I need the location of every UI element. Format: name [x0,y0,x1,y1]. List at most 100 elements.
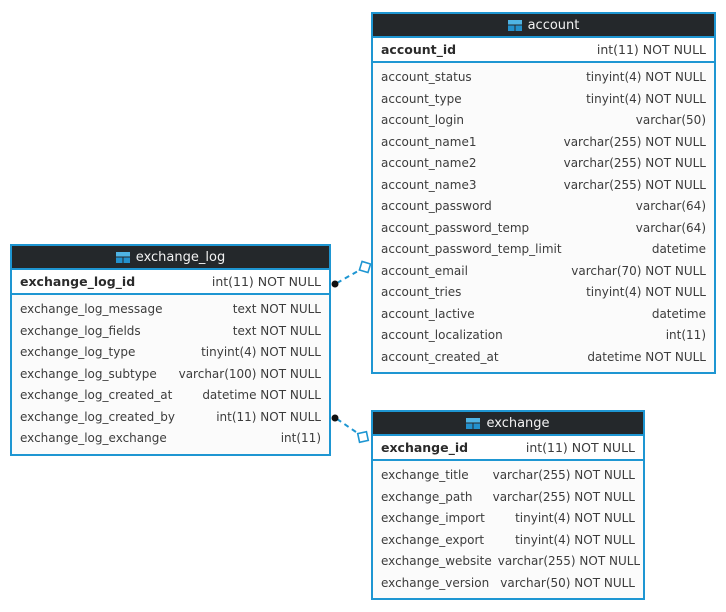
field-type: tinyint(4) NOT NULL [201,345,321,359]
field-name: exchange_website [381,554,492,568]
field-type: tinyint(4) NOT NULL [586,91,706,106]
field-list: account_status tinyint(4) NOT NULL accoun… [373,63,714,372]
field-type: datetime [651,242,706,256]
field-row[interactable]: exchange_log_subtype varchar(100) NOT NUL… [12,364,329,386]
field-row[interactable]: exchange_log_type tinyint(4) NOT NULL [12,342,329,364]
field-name: account_type [381,91,462,106]
table-exchange-log[interactable]: exchange_log exchange_log_id int(11) NOT… [10,244,331,456]
field-name: account_password [381,199,492,213]
field-row[interactable]: exchange_website varchar(255) NOT NULL [373,551,643,573]
table-exchange-header[interactable]: exchange [373,412,643,436]
table-title: exchange_log [135,249,226,265]
field-row[interactable]: account_password_temp_limit datetime [373,239,714,261]
field-name: account_password_temp_limit [381,242,562,256]
field-row[interactable]: account_password varchar(64) [373,196,714,218]
pk-row[interactable]: account_id int(11) NOT NULL [373,38,714,63]
field-name: exchange_log_id [20,274,136,289]
field-type: int(11) NOT NULL [211,274,321,289]
field-row[interactable]: exchange_title varchar(255) NOT NULL [373,465,643,487]
field-type: varchar(255) NOT NULL [563,177,706,192]
relationship-line [336,418,357,433]
field-type: tinyint(4) NOT NULL [515,532,635,547]
field-type: int(11) NOT NULL [525,440,635,455]
field-row[interactable]: exchange_log_fields text NOT NULL [12,321,329,343]
relationship-dot [331,280,339,288]
field-name: exchange_log_fields [20,323,141,338]
field-row[interactable]: account_type tinyint(4) NOT NULL [373,89,714,111]
field-row[interactable]: account_name2 varchar(255) NOT NULL [373,153,714,175]
field-type: datetime NOT NULL [202,388,321,402]
field-name: account_localization [381,328,503,342]
field-name: exchange_title [381,468,469,482]
field-type: int(11) [665,328,706,342]
field-row[interactable]: account_tries tinyint(4) NOT NULL [373,282,714,304]
table-account[interactable]: account account_id int(11) NOT NULL acco… [371,12,716,374]
table-exchange[interactable]: exchange exchange_id int(11) NOT NULL ex… [371,410,645,600]
field-name: account_tries [381,285,462,299]
field-type: varchar(255) NOT NULL [497,554,641,568]
field-name: account_lactive [381,306,475,321]
field-type: tinyint(4) NOT NULL [515,511,635,525]
table-account-header[interactable]: account [373,14,714,38]
field-name: account_status [381,70,472,84]
field-type: varchar(50) NOT NULL [500,575,635,590]
table-title: exchange [486,415,550,431]
field-type: tinyint(4) NOT NULL [586,285,706,299]
pk-row[interactable]: exchange_id int(11) NOT NULL [373,436,643,461]
field-name: account_email [381,263,468,278]
field-type: int(11) NOT NULL [216,409,321,424]
field-row[interactable]: account_created_at datetime NOT NULL [373,347,714,369]
table-icon [507,19,522,31]
field-type: text NOT NULL [232,302,321,316]
field-type: int(11) NOT NULL [596,42,706,57]
field-type: datetime NOT NULL [587,349,706,364]
field-row[interactable]: account_name3 varchar(255) NOT NULL [373,175,714,197]
field-type: varchar(70) NOT NULL [571,263,706,278]
table-title: account [527,17,580,33]
field-name: exchange_path [381,489,473,504]
field-name: exchange_log_subtype [20,366,157,381]
field-name: exchange_log_type [20,345,136,359]
field-row[interactable]: account_email varchar(70) NOT NULL [373,261,714,283]
table-exchange-log-header[interactable]: exchange_log [12,246,329,270]
table-icon [115,251,130,263]
field-name: account_name2 [381,156,477,170]
field-row[interactable]: account_localization int(11) [373,325,714,347]
field-row[interactable]: exchange_path varchar(255) NOT NULL [373,487,643,509]
field-name: account_created_at [381,349,499,364]
field-type: varchar(255) NOT NULL [492,468,635,482]
field-name: exchange_version [381,575,490,590]
field-row[interactable]: exchange_log_created_by int(11) NOT NULL [12,407,329,429]
field-type: varchar(100) NOT NULL [178,366,321,381]
field-row[interactable]: exchange_import tinyint(4) NOT NULL [373,508,643,530]
field-name: account_id [381,42,457,57]
field-type: text NOT NULL [232,323,321,338]
field-name: account_name3 [381,177,477,192]
field-list: exchange_title varchar(255) NOT NULL exch… [373,461,643,598]
field-row[interactable]: account_status tinyint(4) NOT NULL [373,67,714,89]
field-row[interactable]: exchange_version varchar(50) NOT NULL [373,573,643,595]
field-type: varchar(255) NOT NULL [492,489,635,504]
field-name: exchange_log_created_by [20,409,175,424]
relationship-exchange-log-to-exchange[interactable] [331,414,372,446]
field-name: account_password_temp [381,220,530,235]
field-type: varchar(64) [635,220,706,235]
pk-row[interactable]: exchange_log_id int(11) NOT NULL [12,270,329,295]
field-name: exchange_import [381,511,485,525]
relationship-diamond [356,430,370,444]
field-type: tinyint(4) NOT NULL [586,70,706,84]
field-row[interactable]: account_password_temp varchar(64) [373,218,714,240]
field-type: varchar(64) [635,199,706,213]
field-name: account_name1 [381,134,477,149]
relationship-exchange-log-to-account[interactable] [331,258,374,288]
field-type: varchar(255) NOT NULL [563,156,706,170]
